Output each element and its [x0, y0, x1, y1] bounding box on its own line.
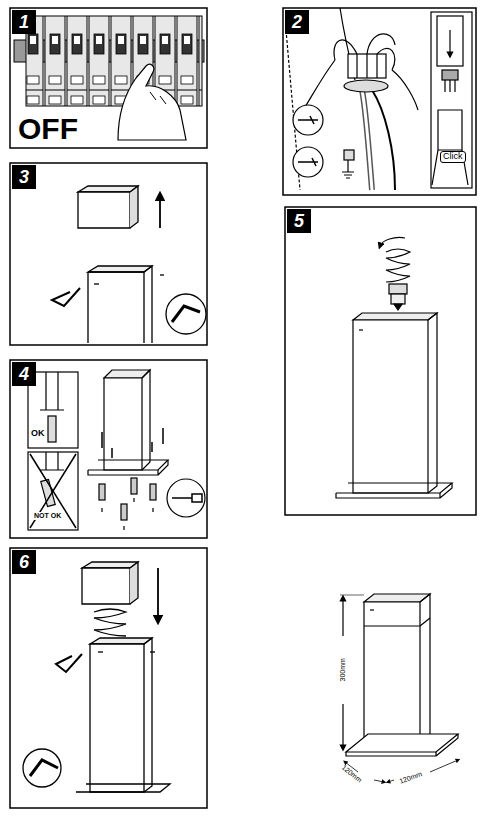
step-number-text: 5	[294, 212, 304, 230]
off-label: OFF	[18, 112, 78, 145]
step-number: 5	[287, 209, 311, 233]
remove-head-illustration	[52, 186, 206, 343]
click-label: Click	[440, 151, 466, 163]
not-ok-label: NOT OK	[33, 512, 62, 520]
ok-label: OK	[31, 429, 45, 439]
step-number: 6	[12, 550, 36, 574]
width-dimension: 120mm	[399, 770, 424, 785]
refit-head-illustration	[23, 562, 170, 792]
bulb-illustration	[336, 237, 452, 498]
step-number: 4	[12, 362, 36, 386]
step-number: 1	[12, 10, 36, 34]
depth-dimension: 120mm	[340, 764, 363, 784]
wiring-illustration	[286, 8, 472, 190]
dimension-illustration	[340, 594, 458, 782]
height-dimension: 300mm	[339, 657, 347, 682]
step-number-text: 4	[19, 365, 29, 383]
step-number: 2	[285, 10, 309, 34]
step-number-text: 6	[19, 553, 29, 571]
base-mounting-illustration	[28, 370, 205, 530]
step-number-text: 2	[292, 13, 302, 31]
step-number-text: 3	[19, 168, 29, 186]
step-number: 3	[12, 165, 36, 189]
step-number-text: 1	[19, 13, 29, 31]
